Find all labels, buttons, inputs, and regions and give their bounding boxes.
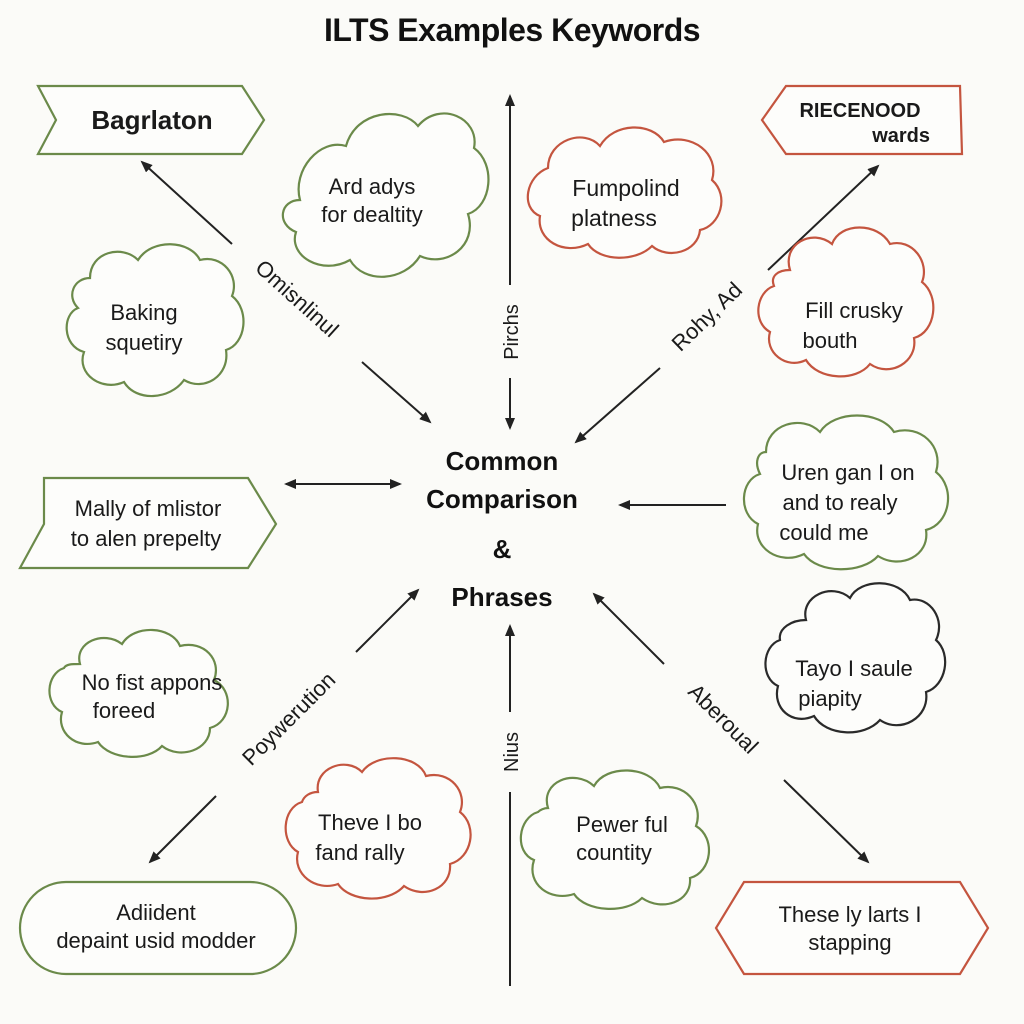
these-label-1: These ly larts I (778, 902, 921, 927)
pewer-label-2: countity (576, 840, 652, 865)
diagram-title: ILTS Examples Keywords (323, 12, 701, 48)
center-label-line-4: Phrases (451, 582, 553, 612)
ard-adys-label-2: for dealtity (321, 202, 423, 227)
uren-label-2: and to realy (783, 490, 898, 515)
theve-label-1: Theve I bo (318, 810, 422, 835)
arrow-lower-left-in (355, 588, 420, 653)
connector-lower-right-label: Aberoual (683, 679, 763, 759)
fill-crusky-cloud (757, 226, 935, 378)
connector-lower-left-label: Poywerution (237, 667, 340, 770)
arrow-upper-right-out (767, 164, 880, 271)
no-fist-label-2: foreed (93, 698, 155, 723)
tayo-label-1: Tayo I saule (795, 656, 912, 681)
center-label-line-3: & (492, 534, 512, 564)
fill-crusky-label-2: bouth (802, 328, 857, 353)
adiident-box (18, 880, 298, 976)
tayo-label-2: piapity (798, 686, 862, 711)
baking-label-2: squetiry (105, 330, 182, 355)
riecenood-label-2: wards (871, 125, 930, 147)
these-label-2: stapping (808, 930, 891, 955)
arrow-lower-left-out (148, 795, 217, 864)
theve-cloud (284, 757, 472, 900)
no-fist-cloud (48, 628, 229, 758)
center-label-line-2: Comparison (426, 484, 578, 514)
no-fist-label-1: No fist appons (82, 670, 223, 695)
arrow-lower-right-in (592, 592, 665, 665)
theve-label-2: fand rally (315, 840, 404, 865)
uren-label-3: could me (779, 520, 868, 545)
uren-label-1: Uren gan I on (781, 460, 914, 485)
connector-upper-left-label: Omisnlinul (250, 255, 343, 342)
fumpolind-label-1: Fumpolind (572, 175, 679, 201)
mally-label-1: Mally of mlistor (75, 496, 222, 521)
mally-box (18, 476, 278, 570)
center-label-line-1: Common (445, 446, 559, 476)
adiident-label-1: Adiident (116, 900, 196, 925)
arrow-lower-right-out (783, 779, 870, 864)
adiident-label-2: depaint usid modder (56, 928, 255, 953)
arrow-upper-right-in (574, 367, 661, 444)
fill-crusky-label-1: Fill crusky (805, 298, 903, 323)
these-box (714, 880, 990, 976)
ard-adys-cloud (281, 112, 490, 278)
arrow-upper-left-in (361, 361, 432, 424)
baking-cloud (65, 243, 245, 398)
arrow-upper-left-out (140, 160, 233, 245)
tayo-cloud (764, 582, 947, 734)
riecenood-label-1: RIECENOOD (799, 100, 920, 122)
riecenood-box (760, 84, 964, 156)
mally-label-2: to alen prepelty (71, 526, 221, 551)
bagrlaton-box (36, 84, 266, 156)
fumpolind-label-2: platness (571, 205, 657, 231)
pewer-cloud (519, 769, 711, 910)
baking-label-1: Baking (110, 300, 177, 325)
ard-adys-label-1: Ard adys (329, 174, 416, 199)
connector-bottom-label: Nius (501, 732, 523, 772)
fumpolind-cloud (526, 126, 723, 259)
bagrlaton-label: Bagrlaton (91, 105, 212, 135)
uren-cloud (742, 414, 950, 571)
connector-top-label: Pirchs (501, 304, 523, 360)
connector-upper-right-label: Rohy, Ad (667, 277, 747, 356)
pewer-label-1: Pewer ful (576, 812, 668, 837)
